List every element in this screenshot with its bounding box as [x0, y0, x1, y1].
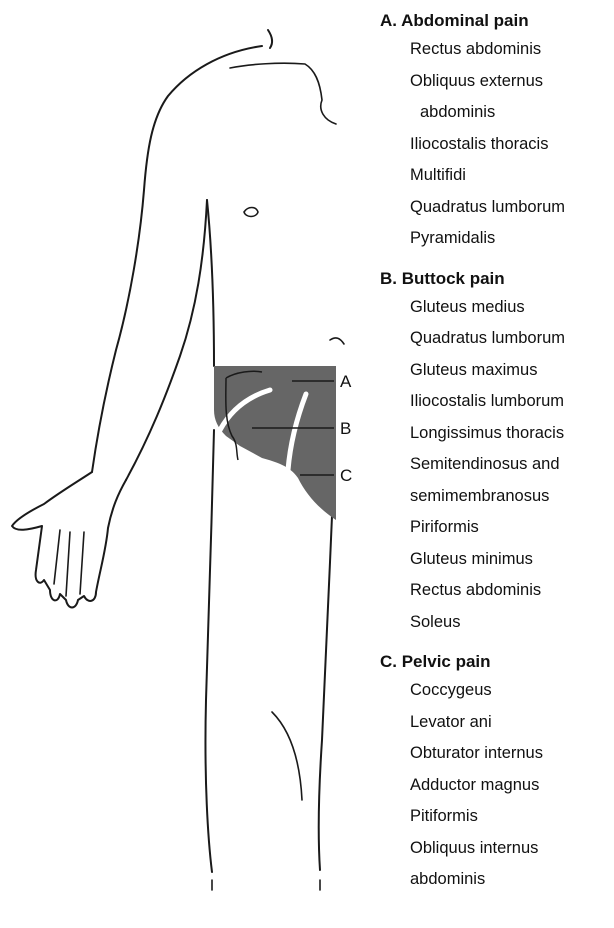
leg-outline-outer	[205, 430, 214, 872]
list-item: Levator ani	[380, 707, 614, 739]
list-item: Gluteus maximus	[380, 355, 614, 387]
list-item: Quadratus lumborum	[380, 192, 614, 224]
list-item: Piriformis	[380, 512, 614, 544]
pain-region-shading	[214, 366, 336, 520]
section-title: A. Abdominal pain	[380, 8, 614, 34]
section-buttock-pain: B. Buttock pain Gluteus medius Quadratus…	[380, 266, 614, 639]
list-item: Rectus abdominis	[380, 575, 614, 607]
list-item: Obliquus internus	[380, 833, 614, 865]
muscle-legend: A. Abdominal pain Rectus abdominis Obliq…	[380, 8, 614, 907]
section-title: C. Pelvic pain	[380, 649, 614, 675]
callout-label-c: C	[340, 466, 352, 485]
list-item: Gluteus minimus	[380, 544, 614, 576]
list-item: Coccygeus	[380, 675, 614, 707]
callout-label-b: B	[340, 419, 351, 438]
list-item: Rectus abdominis	[380, 34, 614, 66]
list-item: Pyramidalis	[380, 223, 614, 255]
list-item: Pitiformis	[380, 801, 614, 833]
neck-outline	[268, 30, 272, 48]
list-item: abdominis	[380, 97, 614, 129]
list-item: Semitendinosus and	[380, 449, 614, 481]
list-item: Iliocostalis thoracis	[380, 129, 614, 161]
section-pelvic-pain: C. Pelvic pain Coccygeus Levator ani Obt…	[380, 649, 614, 896]
list-item: semimembranosus	[380, 481, 614, 513]
body-illustration: A B C	[0, 0, 360, 928]
list-item: Multifidi	[380, 160, 614, 192]
section-title: B. Buttock pain	[380, 266, 614, 292]
list-item: Longissimus thoracis	[380, 418, 614, 450]
torso-outline	[207, 200, 214, 366]
list-item: Iliocostalis lumborum	[380, 386, 614, 418]
list-item: Adductor magnus	[380, 770, 614, 802]
list-item: Obturator internus	[380, 738, 614, 770]
leg-outline-inner	[319, 470, 334, 870]
list-item: Soleus	[380, 607, 614, 639]
section-abdominal-pain: A. Abdominal pain Rectus abdominis Obliq…	[380, 8, 614, 255]
callout-label-a: A	[340, 372, 352, 391]
list-item: abdominis	[380, 864, 614, 896]
list-item: Quadratus lumborum	[380, 323, 614, 355]
list-item: Obliquus externus	[380, 66, 614, 98]
list-item: Gluteus medius	[380, 292, 614, 324]
